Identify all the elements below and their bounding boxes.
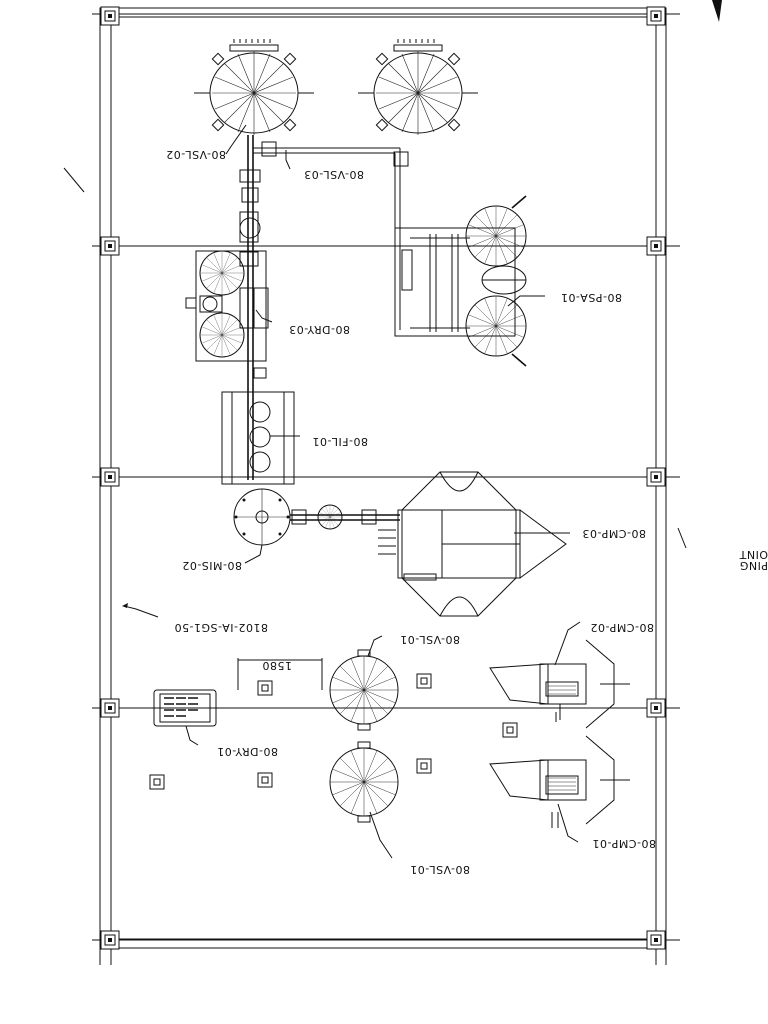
label-edge-1: PING	[739, 559, 768, 572]
dimension-line	[237, 658, 323, 690]
label-dry-01: 80-DRY-01	[217, 745, 278, 758]
label-vsl-01-a: 80-VSL-01	[400, 633, 460, 646]
vessel-vsl-01-a	[329, 649, 399, 731]
dry-03-unit	[185, 250, 269, 362]
cmp-02-compressor	[489, 639, 630, 729]
vessel-vsl-02	[194, 39, 314, 136]
label-edge-2: OINT	[739, 548, 768, 561]
label-cmp-01: 80-CMP-01	[592, 837, 656, 850]
label-vsl-02: 80-VSL-02	[166, 148, 226, 161]
label-mis-02: 80-MIS-02	[182, 559, 242, 572]
label-cmp-03: 80-CMP-03	[582, 527, 646, 540]
label-cmp-02: 80-CMP-02	[590, 621, 654, 634]
label-vsl-03: 80-VSL-03	[304, 168, 364, 181]
label-dimension: 1580	[262, 659, 292, 672]
fil-01-unit	[221, 367, 295, 485]
mis-02-manifold	[233, 488, 400, 546]
cmp-03-compressor	[378, 471, 567, 617]
label-vsl-01-b: 80-VSL-01	[410, 863, 470, 876]
north-arrow-icon	[712, 0, 722, 22]
label-psa-01: 80-PSA-01	[560, 291, 622, 304]
cmp-01-compressor	[489, 735, 630, 828]
equipment-pads	[149, 673, 518, 790]
equipment-labels: 80-VSL-02 80-VSL-03 80-PSA-01 80-DRY-03 …	[166, 148, 768, 876]
leader-lines	[63, 124, 687, 859]
label-dry-03: 80-DRY-03	[289, 323, 350, 336]
label-fil-01: 80-FIL-01	[312, 435, 368, 448]
building-outline	[92, 7, 680, 965]
vessel-vsl-01-b	[329, 741, 399, 823]
vessel-vsl-03	[358, 39, 478, 136]
dry-01-unit	[153, 689, 217, 727]
label-line: 8102-IA-SG1-50	[174, 621, 268, 634]
psa-01-unit	[394, 195, 527, 367]
